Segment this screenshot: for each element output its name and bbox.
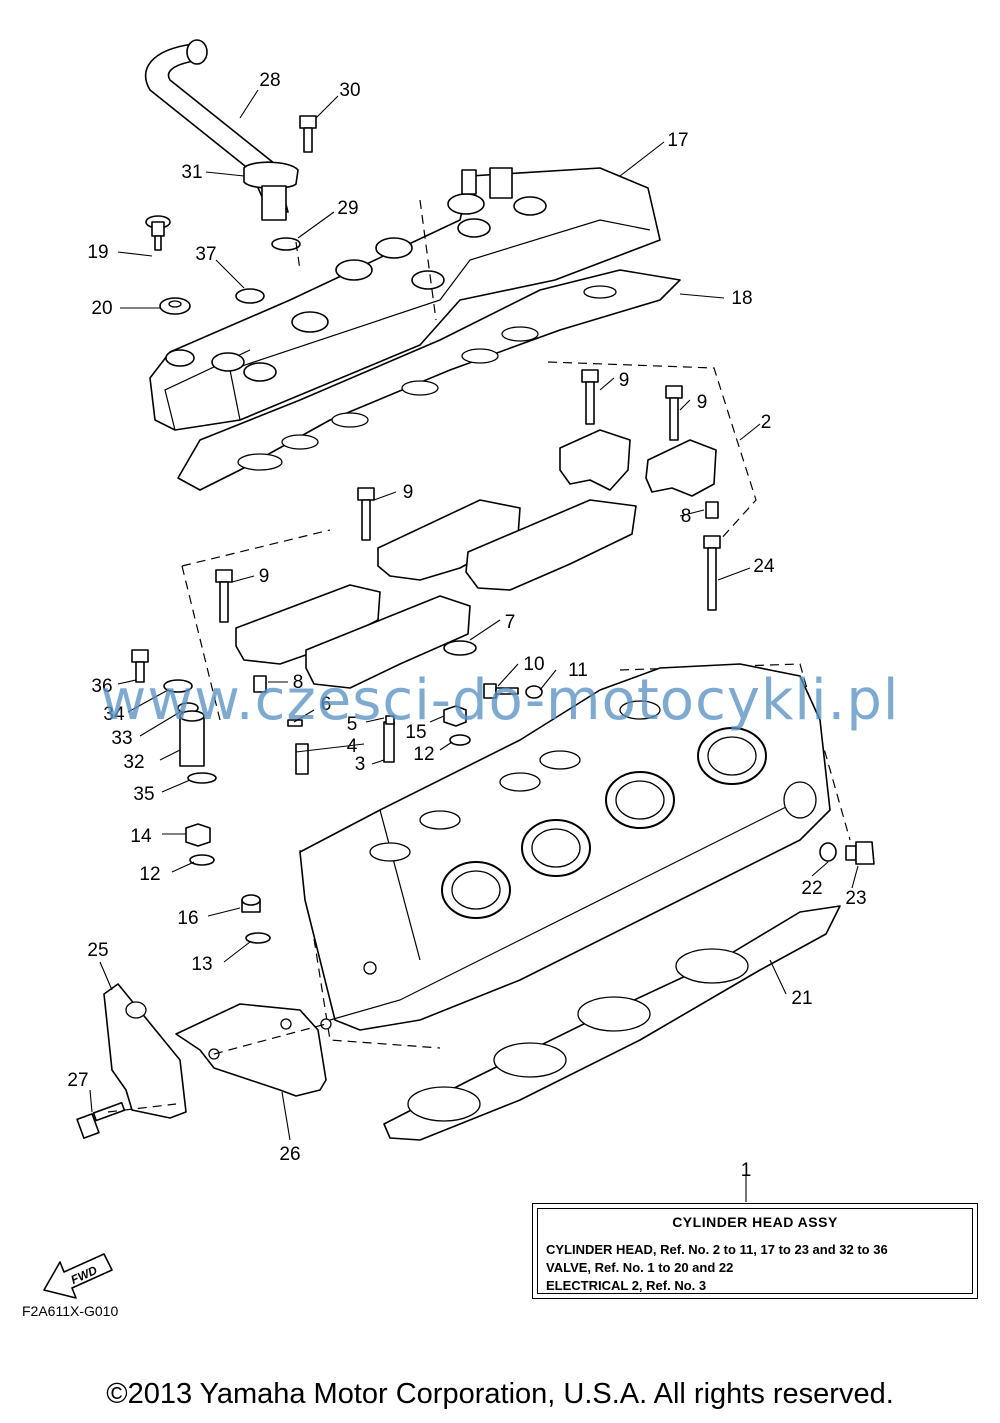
guide-4 — [295, 743, 309, 775]
cylinder-head — [299, 663, 851, 1049]
callout-28: 28 — [259, 70, 280, 91]
callout-14: 14 — [130, 826, 152, 847]
assy-line-valve: VALVE, Ref. No. 1 to 20 and 22 — [546, 1260, 734, 1275]
plug-7 — [443, 640, 477, 656]
callout-32: 32 — [123, 752, 144, 773]
callout-5: 5 — [347, 714, 358, 735]
guide-5 — [385, 715, 395, 725]
washer-34 — [163, 679, 193, 693]
callout-25: 25 — [87, 940, 108, 961]
diagram-code: F2A611X-G010 — [22, 1303, 119, 1319]
o-ring-29 — [271, 237, 301, 251]
callout-19: 19 — [87, 242, 108, 263]
callout-16: 16 — [177, 908, 198, 929]
bolt-24 — [703, 535, 721, 611]
assy-title: CYLINDER HEAD ASSY — [672, 1214, 838, 1230]
callout-9-fourth: 9 — [259, 566, 270, 587]
callout-8: 8 — [681, 506, 692, 527]
copyright: ©2013 Yamaha Motor Corporation, U.S.A. A… — [106, 1378, 894, 1410]
seal-6 — [287, 719, 303, 727]
assy-info-inner: CYLINDER HEAD ASSY CYLINDER HEAD, Ref. N… — [537, 1208, 973, 1294]
callout-33: 33 — [111, 728, 132, 749]
callout-29: 29 — [337, 198, 358, 219]
bolt-19 — [145, 215, 171, 251]
nut-14 — [185, 823, 211, 847]
camshaft-caps — [181, 361, 757, 721]
washer-12b — [449, 734, 471, 746]
callout-13: 13 — [191, 954, 212, 975]
callout-26: 26 — [279, 1144, 300, 1165]
callout-24: 24 — [753, 556, 775, 577]
bracket-26 — [175, 1003, 327, 1097]
callout-9: 9 — [619, 370, 630, 391]
bolt-36 — [131, 649, 149, 683]
sensor-32 — [179, 710, 205, 767]
bolt-27 — [76, 1101, 126, 1139]
callout-2: 2 — [761, 412, 772, 433]
callout-22: 22 — [801, 878, 822, 899]
washer-12 — [189, 854, 215, 866]
valve-3 — [383, 721, 395, 763]
leader-lines — [89, 89, 859, 1202]
bolt-10 — [483, 683, 519, 699]
callout-6: 6 — [321, 694, 332, 715]
callout-4: 4 — [347, 736, 358, 757]
callout-37: 37 — [195, 244, 216, 265]
callout-34: 34 — [103, 704, 125, 725]
plug-37 — [235, 288, 265, 304]
head-cover — [149, 167, 661, 431]
cover-gasket — [177, 269, 681, 491]
callout-15: 15 — [405, 722, 426, 743]
breather-hose — [144, 39, 299, 221]
cap-nut-16 — [241, 894, 261, 913]
callout-31: 31 — [181, 162, 202, 183]
callout-11: 11 — [568, 660, 588, 681]
callout-9-third: 9 — [403, 482, 414, 503]
grommet-20 — [159, 297, 191, 315]
plug-23 — [845, 841, 875, 865]
head-gasket — [383, 905, 841, 1141]
callout-labels: 1 2 3 4 5 6 7 8 9 10 11 12 13 14 15 16 1… — [67, 70, 866, 1181]
fwd-arrow-icon: FWD — [43, 1253, 113, 1299]
callout-20: 20 — [91, 298, 112, 319]
callout-18: 18 — [731, 288, 752, 309]
washer-13 — [245, 932, 271, 944]
callout-1: 1 — [741, 1160, 752, 1181]
bolt-30 — [299, 115, 317, 153]
assy-line-cylinder-head: CYLINDER HEAD, Ref. No. 2 to 11, 17 to 2… — [546, 1242, 888, 1257]
assy-line-electrical: ELECTRICAL 2, Ref. No. 3 — [546, 1278, 707, 1293]
o-ring-35 — [187, 772, 217, 784]
callout-27: 27 — [67, 1070, 88, 1091]
callout-17: 17 — [667, 130, 688, 151]
washer-22 — [819, 842, 837, 862]
callout-3: 3 — [355, 754, 366, 775]
washer-11 — [525, 685, 543, 699]
callout-10: 10 — [523, 654, 544, 675]
callout-36: 36 — [91, 676, 112, 697]
callout-12: 12 — [413, 744, 434, 765]
bracket-25 — [103, 983, 187, 1119]
callout-21: 21 — [791, 988, 812, 1009]
callout-30: 30 — [339, 80, 360, 101]
callout-7: 7 — [505, 612, 516, 633]
nut-15 — [443, 705, 467, 727]
callout-9-second: 9 — [697, 392, 708, 413]
callout-12-second: 12 — [139, 864, 160, 885]
callout-23: 23 — [845, 888, 866, 909]
assy-info-box: CYLINDER HEAD ASSY CYLINDER HEAD, Ref. N… — [532, 1203, 978, 1299]
callout-35: 35 — [133, 784, 154, 805]
callout-8-second: 8 — [293, 672, 304, 693]
